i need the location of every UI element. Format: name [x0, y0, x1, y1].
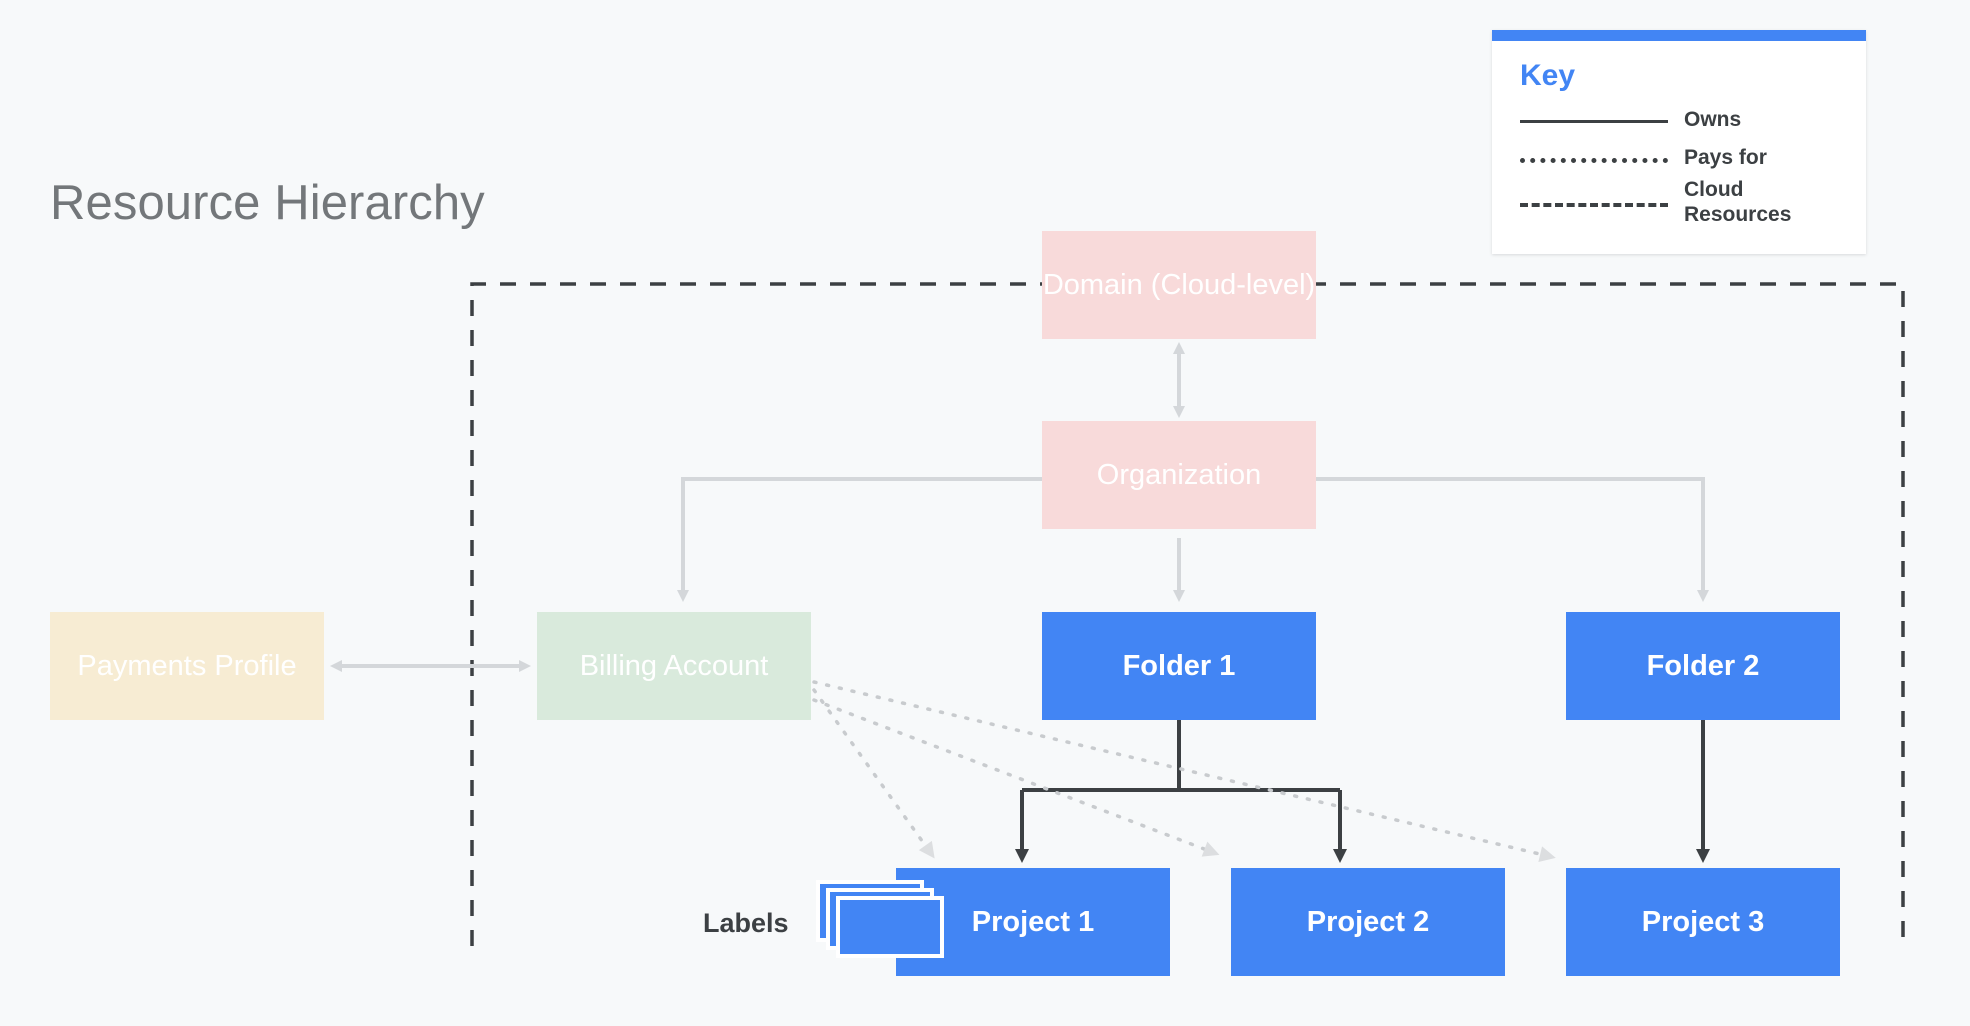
node-domain[interactable]: Domain (Cloud-level)	[1042, 231, 1316, 339]
node-payments-profile-label: Payments Profile	[77, 649, 297, 682]
node-project-2-label: Project 2	[1306, 905, 1430, 938]
node-project-1-label: Project 1	[971, 905, 1095, 938]
edge-folder-1-bracket	[1022, 720, 1340, 792]
key-item-cloud-resources: Cloud Resources	[1520, 178, 1838, 228]
solid-line-icon	[1520, 110, 1668, 130]
key-item-owns-label: Owns	[1684, 107, 1742, 131]
node-organization[interactable]: Organization	[1042, 421, 1316, 529]
node-folder-1[interactable]: Folder 1	[1042, 612, 1316, 720]
node-billing-account-label: Billing Account	[579, 649, 769, 682]
node-folder-2-label: Folder 2	[1646, 649, 1760, 682]
node-project-2[interactable]: Project 2	[1231, 868, 1505, 976]
key-item-pays-for: Pays for	[1520, 140, 1838, 176]
labels-icon[interactable]	[816, 880, 946, 960]
key-title: Key	[1520, 59, 1576, 92]
page-title: Resource Hierarchy	[50, 176, 485, 230]
cloud-resources-boundary	[470, 282, 1905, 946]
key-legend: Key Owns Pays for Cloud Resources	[1492, 30, 1866, 254]
key-item-cloud-resources-label: Cloud Resources	[1684, 178, 1792, 226]
node-folder-1-label: Folder 1	[1122, 649, 1236, 682]
node-billing-account[interactable]: Billing Account	[537, 612, 811, 720]
key-accent-bar	[1492, 30, 1866, 41]
key-item-pays-for-label: Pays for	[1684, 145, 1767, 169]
labels-annotation-text: Labels	[703, 908, 789, 938]
node-project-3[interactable]: Project 3	[1566, 868, 1840, 976]
key-item-owns: Owns	[1520, 102, 1838, 138]
edge-organization-folder-2	[1316, 477, 1709, 602]
node-folder-2[interactable]: Folder 2	[1566, 612, 1840, 720]
node-domain-label: Domain (Cloud-level)	[1042, 268, 1316, 301]
dotted-line-icon	[1520, 148, 1668, 168]
node-project-1[interactable]: Project 1	[896, 868, 1170, 976]
dashed-line-icon	[1520, 193, 1668, 213]
node-project-3-label: Project 3	[1641, 905, 1765, 938]
edge-billing-account-project-3	[812, 680, 1556, 862]
node-payments-profile[interactable]: Payments Profile	[50, 612, 324, 720]
edge-organization-billing-account	[677, 477, 1042, 602]
edge-billing-account-project-1	[812, 688, 935, 859]
node-organization-label: Organization	[1096, 458, 1262, 491]
labels-icon-card-front	[836, 896, 944, 958]
